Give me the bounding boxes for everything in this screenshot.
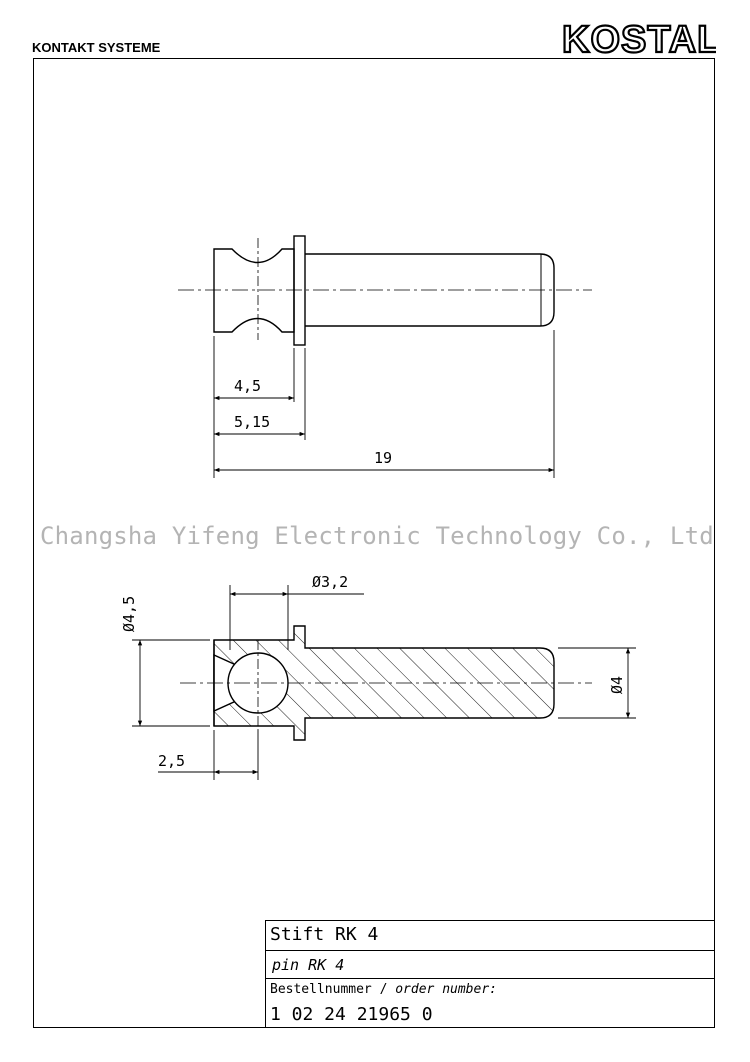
order-label-german: Bestellnummer / [270, 982, 396, 997]
side-dimensions [213, 330, 555, 478]
part-name-english: pin RK 4 [272, 956, 345, 974]
svg-text:KOSTAL: KOSTAL [562, 19, 716, 58]
dim-hole-offset: 2,5 [158, 752, 185, 770]
section-view [180, 625, 592, 741]
dim-pin-diameter: Ø4 [608, 676, 626, 694]
company-division-label: KONTAKT SYSTEME [32, 40, 161, 55]
drawing-frame [33, 58, 715, 1028]
part-name-german: Stift RK 4 [270, 924, 379, 945]
dim-hole-diameter: Ø3,2 [312, 573, 348, 591]
side-view [178, 235, 592, 346]
side-head-outline [213, 248, 295, 333]
dim-head-length: 5,15 [234, 413, 270, 431]
order-label-english: order number: [395, 982, 497, 997]
kostal-logo: KOSTAL [561, 18, 716, 58]
side-collar [293, 235, 306, 346]
title-row-german: Stift RK 4 [266, 921, 715, 951]
title-block: Stift RK 4 pin RK 4 Bestellnummer / orde… [265, 920, 715, 1028]
section-dimensions [132, 585, 636, 780]
order-number-label: Bestellnummer / order number: [270, 982, 497, 997]
title-row-english: pin RK 4 [266, 951, 715, 979]
order-label-row: Bestellnummer / order number: [266, 979, 715, 1001]
dim-collar-length: 4,5 [234, 377, 261, 395]
side-shaft [305, 253, 555, 327]
order-number-row: 1 02 24 21965 0 [266, 1001, 715, 1028]
watermark-text: Changsha Yifeng Electronic Technology Co… [40, 522, 714, 550]
order-number-value: 1 02 24 21965 0 [270, 1004, 433, 1025]
dim-outer-diameter: Ø4,5 [120, 596, 138, 632]
dim-total-length: 19 [374, 449, 392, 467]
